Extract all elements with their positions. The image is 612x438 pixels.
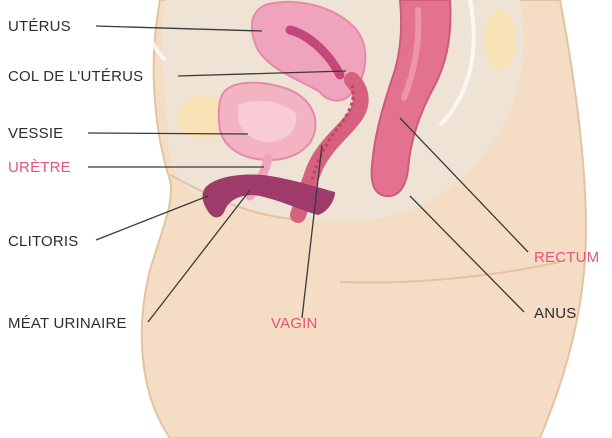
label-urinary-meatus: MÉAT URINAIRE [8, 315, 127, 332]
label-cervix: COL DE L'UTÉRUS [8, 68, 143, 85]
label-urethra: URÈTRE [8, 159, 71, 176]
label-bladder: VESSIE [8, 125, 63, 142]
label-uterus: UTÉRUS [8, 18, 71, 35]
label-clitoris: CLITORIS [8, 233, 79, 250]
label-anus: ANUS [534, 305, 576, 322]
label-vagina: VAGIN [271, 315, 318, 332]
fat-pad-back [484, 10, 516, 70]
label-rectum: RECTUM [534, 249, 599, 266]
